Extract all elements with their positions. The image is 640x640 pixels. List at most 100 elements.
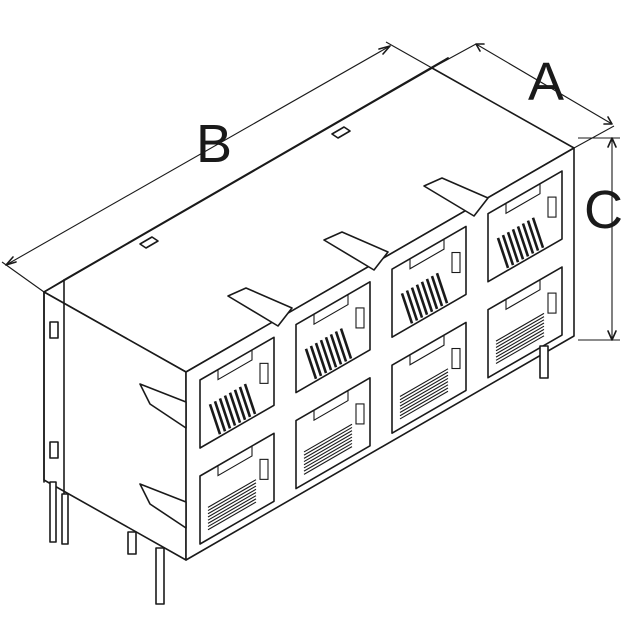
- light-pipe-2: [323, 231, 389, 271]
- contact-pin: [521, 223, 535, 254]
- shield-top-corner: [43, 279, 65, 293]
- contact-pin: [399, 387, 449, 417]
- shield-slot-bottom: [49, 441, 59, 459]
- pin-bottom-front: [155, 547, 165, 605]
- contact-pin: [207, 498, 257, 528]
- port-opening: [199, 432, 275, 545]
- dim-b-line: [5, 45, 391, 266]
- port-2-2: [295, 377, 371, 490]
- housing: [43, 57, 575, 561]
- contact-pin: [207, 479, 257, 508]
- dimension-b: B: [1, 41, 433, 293]
- dim-c-label: C: [584, 180, 623, 240]
- port-latch-notch: [505, 183, 541, 215]
- light-pipes: [227, 177, 489, 327]
- dim-c-arrow-top: [607, 137, 617, 148]
- light-pipe-3: [423, 177, 489, 217]
- dimension-a: A: [431, 43, 615, 149]
- contact-pin: [511, 228, 525, 260]
- port-1-1: [199, 336, 275, 449]
- port-key: [547, 292, 557, 314]
- shield-top-right: [431, 57, 449, 69]
- pins: [49, 345, 549, 605]
- light-pipe-1: [227, 287, 293, 327]
- port-key: [259, 362, 269, 384]
- dim-a-label: A: [528, 52, 564, 112]
- contact-pin: [495, 316, 545, 345]
- dim-b-arrow-left: [5, 256, 17, 266]
- contact-pin: [495, 319, 545, 348]
- contact-pin: [207, 501, 257, 531]
- port-latch-notch: [409, 239, 445, 270]
- contact-pin: [399, 374, 449, 404]
- dim-a-ext-right: [573, 125, 615, 149]
- contact-pin: [399, 368, 449, 398]
- contact-pin: [303, 439, 353, 469]
- contact-pin: [223, 395, 237, 426]
- dimension-c: C: [578, 137, 623, 341]
- port-latch-notch: [217, 349, 253, 381]
- contact-pin: [208, 403, 222, 435]
- dim-c-arrow-bottom: [607, 330, 617, 341]
- port-1-4: [487, 170, 563, 283]
- contact-pin: [303, 436, 353, 466]
- port-opening: [391, 321, 467, 434]
- contact-pin: [400, 292, 414, 324]
- contact-pin: [399, 377, 449, 407]
- shield-slot-top: [49, 321, 59, 339]
- contact-pin: [410, 287, 424, 319]
- contact-pin: [430, 275, 444, 307]
- port-key: [355, 307, 365, 329]
- contact-pin: [309, 345, 323, 377]
- contact-pin: [314, 342, 328, 374]
- contact-pin: [228, 392, 242, 424]
- front-face: [185, 147, 575, 561]
- pin-shield-right: [61, 493, 69, 545]
- contact-pin: [303, 426, 353, 456]
- contact-pin: [425, 278, 439, 310]
- contact-pin: [207, 482, 257, 512]
- contact-pin: [399, 384, 449, 414]
- contact-pin: [339, 328, 353, 360]
- side-latch-upper: [139, 383, 187, 429]
- port-2-1: [199, 432, 275, 545]
- top-slot-right: [331, 126, 351, 139]
- contact-pin: [495, 325, 545, 355]
- port-latch-notch: [313, 390, 349, 422]
- pin-shield-left: [49, 481, 57, 543]
- contact-pin: [531, 217, 545, 249]
- shield-top-edge: [63, 57, 449, 281]
- contact-pin: [405, 290, 419, 321]
- port-latch-notch: [217, 445, 253, 477]
- port-key: [451, 347, 461, 370]
- contact-pin: [495, 328, 545, 358]
- contact-pin: [495, 335, 545, 364]
- port-latch-notch: [313, 294, 349, 326]
- dim-b-arrow-right: [378, 45, 391, 55]
- port-key: [259, 458, 269, 480]
- contact-pin: [526, 220, 540, 252]
- dim-b-ext-left: [1, 261, 45, 293]
- contact-pin: [415, 284, 429, 316]
- contact-pin: [506, 231, 520, 263]
- contact-pin: [324, 336, 338, 368]
- contact-pin: [501, 234, 515, 266]
- port-1-2: [295, 281, 371, 394]
- contact-pin: [243, 383, 257, 415]
- dim-a-arrow-right: [603, 116, 613, 125]
- pin-boss: [127, 531, 137, 555]
- contact-pin: [218, 398, 232, 429]
- contact-pin: [495, 332, 545, 361]
- side-latch-lower: [139, 483, 187, 529]
- contact-pin: [435, 272, 449, 304]
- top-slot-left: [139, 236, 159, 249]
- contact-pin: [399, 390, 449, 420]
- contact-pin: [399, 371, 449, 401]
- contact-pin: [207, 495, 257, 524]
- contact-pin: [303, 442, 353, 472]
- contact-pin: [303, 430, 353, 459]
- dim-a-line: [475, 43, 613, 125]
- contact-pin: [329, 333, 343, 365]
